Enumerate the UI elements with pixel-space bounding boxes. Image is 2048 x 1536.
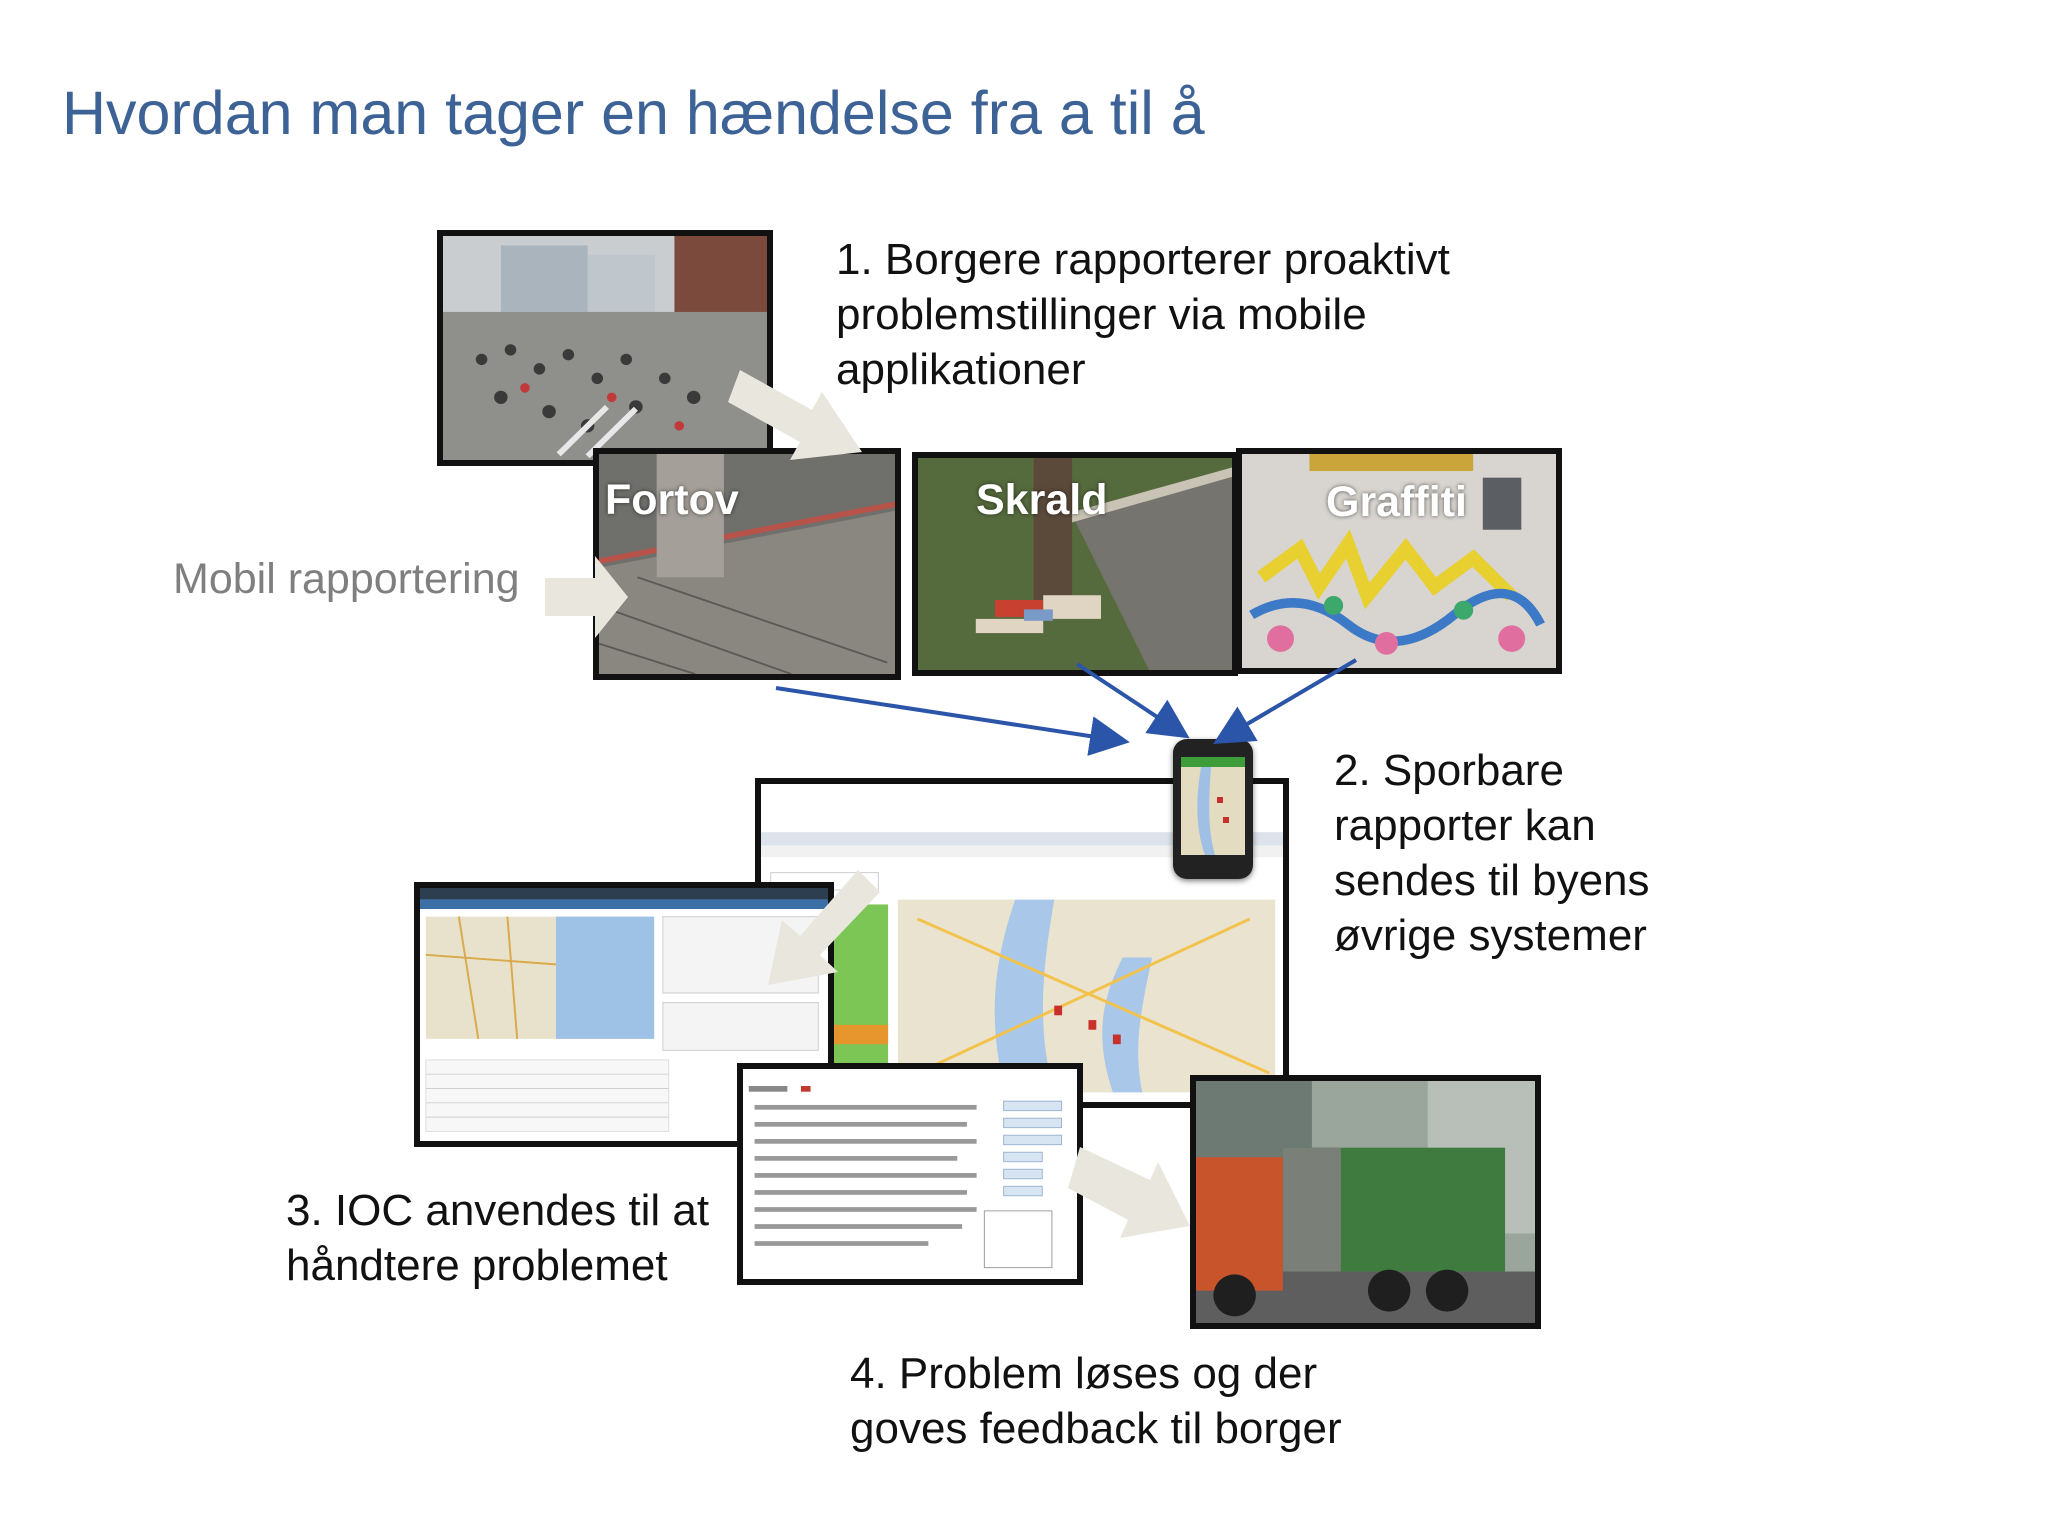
trash-photo: Skrald [912, 452, 1238, 676]
graffiti-label: Graffiti [1326, 478, 1467, 526]
step-2-line-3: sendes til byens [1334, 856, 1650, 905]
step-3-text: 3. IOC anvendes til at håndtere probleme… [286, 1183, 709, 1293]
step-1-line-1: 1. Borgere rapporterer proaktivt [836, 235, 1450, 284]
step-1-line-2: problemstillinger via mobile [836, 290, 1367, 339]
cyclists-photo [437, 230, 773, 466]
step-4-text: 4. Problem løses og der goves feedback t… [850, 1346, 1342, 1456]
trash-label: Skrald [976, 476, 1108, 524]
page-title: Hvordan man tager en hændelse fra a til … [62, 79, 1205, 147]
sidewalk-label: Fortov [605, 476, 739, 524]
sop-list-screenshot [737, 1063, 1083, 1285]
block-arrow-cyclists-to-sidewalk [728, 370, 862, 460]
phone-screen [1181, 757, 1245, 855]
block-arrow-label-to-sidewalk [545, 556, 628, 638]
mobile-reporting-label: Mobil rapportering [173, 555, 520, 603]
step-3-line-2: håndtere problemet [286, 1241, 668, 1290]
step-1-line-3: applikationer [836, 345, 1086, 394]
step-2-line-4: øvrige systemer [1334, 911, 1647, 960]
block-arrow-sop-to-truck [1068, 1147, 1190, 1238]
step-4-line-1: 4. Problem løses og der [850, 1349, 1318, 1398]
smartphone-icon [1173, 739, 1253, 879]
step-3-line-1: 3. IOC anvendes til at [286, 1186, 710, 1235]
step-1-text: 1. Borgere rapporterer proaktivt problem… [836, 232, 1450, 397]
flow-arrow-trash-to-phone [1075, 662, 1190, 739]
ioc-dashboard-screenshot [414, 882, 834, 1147]
sidewalk-photo: Fortov [593, 448, 901, 680]
step-2-text: 2. Sporbare rapporter kan sendes til bye… [1334, 743, 1650, 963]
step-4-line-2: goves feedback til borger [850, 1404, 1342, 1453]
flow-arrow-sidewalk-to-phone [775, 686, 1130, 756]
graffiti-photo: Graffiti [1236, 448, 1562, 674]
block-arrow-map-to-ioc [768, 870, 880, 985]
step-2-line-2: rapporter kan [1334, 801, 1596, 850]
step-2-line-1: 2. Sporbare [1334, 746, 1564, 795]
garbage-truck-photo [1190, 1075, 1541, 1329]
flow-arrow-graffiti-to-phone [1213, 658, 1358, 745]
